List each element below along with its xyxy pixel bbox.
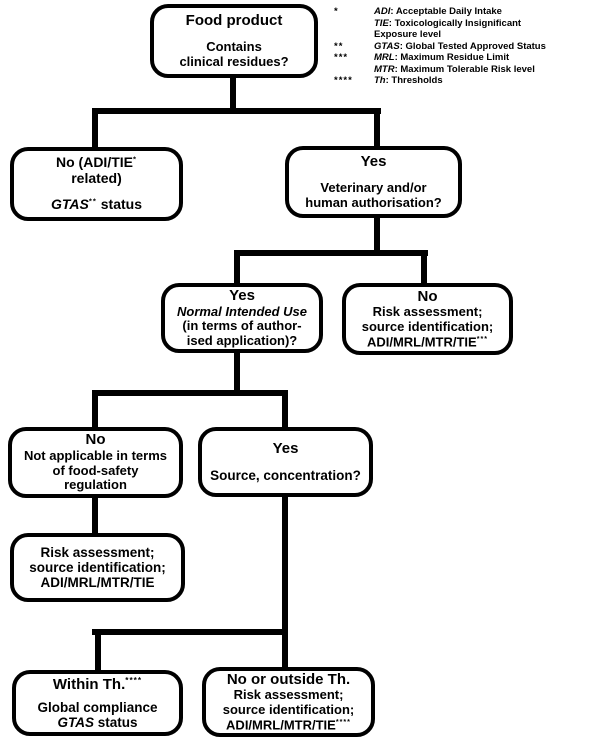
node-line: Normal Intended Use: [176, 303, 308, 319]
legend-text: ADI: Acceptable Daily Intake: [374, 6, 502, 17]
node-line: GTAS status: [57, 714, 138, 730]
legend-marker: *: [334, 6, 339, 17]
node-line: (in terms of author-: [182, 318, 302, 334]
node-title: Within Th.****: [52, 675, 143, 693]
node-title: Yes: [272, 439, 299, 457]
flow-line-source-down: [282, 495, 288, 670]
legend-text: MRL: Maximum Residue Limit: [374, 52, 510, 63]
flow-line-to-yes-niu: [234, 250, 240, 285]
node-line: human authorisation?: [305, 194, 442, 210]
legend: * ADI: Acceptable Daily Intake TIE: Toxi…: [334, 6, 596, 87]
legend-text: GTAS: Global Tested Approved Status: [374, 40, 546, 52]
node-line: Not applicable in terms: [23, 448, 168, 464]
node-line: Global compliance: [37, 699, 158, 715]
legend-text: MTR: Maximum Tolerable Risk level: [374, 63, 535, 75]
node-line: Contains: [206, 39, 262, 55]
flow-line-split1: [92, 108, 381, 114]
legend-row: TIE: Toxicologically Insignificant: [334, 18, 596, 30]
legend-marker: ****: [334, 75, 353, 86]
flow-line-to-yes-vet: [374, 108, 380, 149]
node-title: Yes: [229, 286, 255, 304]
legend-marker: **: [334, 40, 344, 52]
legend-row: **** Th: Thresholds: [334, 75, 596, 87]
legend-marker: [334, 29, 374, 41]
node-line: related): [71, 169, 122, 186]
node-line: Risk assessment;: [233, 687, 344, 703]
node-line: source identification;: [361, 318, 494, 334]
node-line: Risk assessment;: [372, 304, 483, 320]
node-yes-source-concentration: Yes Source, concentration?: [198, 427, 373, 497]
node-line: ADI/MRL/MTR/TIE****: [226, 716, 351, 732]
legend-text: Exposure level: [374, 29, 442, 40]
legend-marker: [334, 64, 374, 76]
node-line: ADI/MRL/MTR/TIE: [40, 575, 155, 591]
node-line: Risk assessment;: [40, 544, 155, 560]
node-yes-authorisation: Yes Veterinary and/or human authorisatio…: [285, 146, 462, 218]
node-yes-normal-intended-use: Yes Normal Intended Use (in terms of aut…: [161, 283, 323, 353]
node-line: No (ADI/TIE*: [56, 153, 137, 170]
node-line: Source, concentration?: [210, 468, 361, 484]
node-title: No: [85, 431, 106, 449]
node-no-not-applicable: No Not applicable in terms of food-safet…: [8, 427, 183, 498]
node-within-th: Within Th.**** Global compliance GTAS st…: [12, 670, 183, 736]
legend-row: Exposure level: [334, 29, 596, 41]
flow-line-food-down: [230, 76, 236, 112]
node-line: clinical residues?: [179, 53, 289, 69]
node-food-product: Food product Contains clinical residues?: [150, 4, 318, 78]
flow-line-to-no-na: [92, 390, 98, 430]
flow-line-to-no-adi: [92, 108, 98, 150]
flow-line-split2: [234, 250, 428, 256]
node-title: No: [417, 287, 438, 305]
node-line: regulation: [64, 477, 127, 493]
flow-line-vet-down: [374, 216, 380, 255]
flow-line-split4: [92, 629, 288, 635]
flow-line-na-to-risk: [92, 496, 98, 535]
legend-marker: ***: [334, 52, 349, 63]
legend-marker: [334, 18, 374, 30]
legend-text: TIE: Toxicologically Insignificant: [374, 17, 522, 29]
node-line: ADI/MRL/MTR/TIE***: [366, 333, 489, 349]
node-title: Yes: [360, 152, 387, 170]
flow-line-to-no-risk: [421, 250, 427, 285]
node-title: Food product: [185, 11, 283, 29]
node-line: Veterinary and/or: [320, 180, 427, 196]
node-title: No or outside Th.: [226, 670, 351, 688]
legend-text: Th: Thresholds: [374, 75, 443, 86]
node-line: source identification;: [29, 559, 166, 575]
node-no-adi-tie: No (ADI/TIE* related) GTAS** status: [10, 147, 183, 221]
flow-line-to-yes-source: [282, 390, 288, 430]
legend-row: * ADI: Acceptable Daily Intake: [334, 6, 596, 18]
legend-row: *** MRL: Maximum Residue Limit: [334, 52, 596, 64]
flow-line-niu-down: [234, 351, 240, 393]
legend-row: MTR: Maximum Tolerable Risk level: [334, 64, 596, 76]
node-risk-assessment: Risk assessment; source identification; …: [10, 533, 185, 602]
node-no-risk-assessment: No Risk assessment; source identificatio…: [342, 283, 513, 355]
node-no-or-outside-th: No or outside Th. Risk assessment; sourc…: [202, 667, 375, 737]
node-line: of food-safety: [52, 462, 139, 478]
node-line: GTAS** status: [51, 196, 142, 213]
flow-line-to-within-th: [95, 629, 101, 672]
node-line: source identification;: [222, 701, 355, 717]
flow-line-split3: [92, 390, 288, 396]
node-line: ised application)?: [186, 332, 298, 348]
legend-row: ** GTAS: Global Tested Approved Status: [334, 41, 596, 53]
